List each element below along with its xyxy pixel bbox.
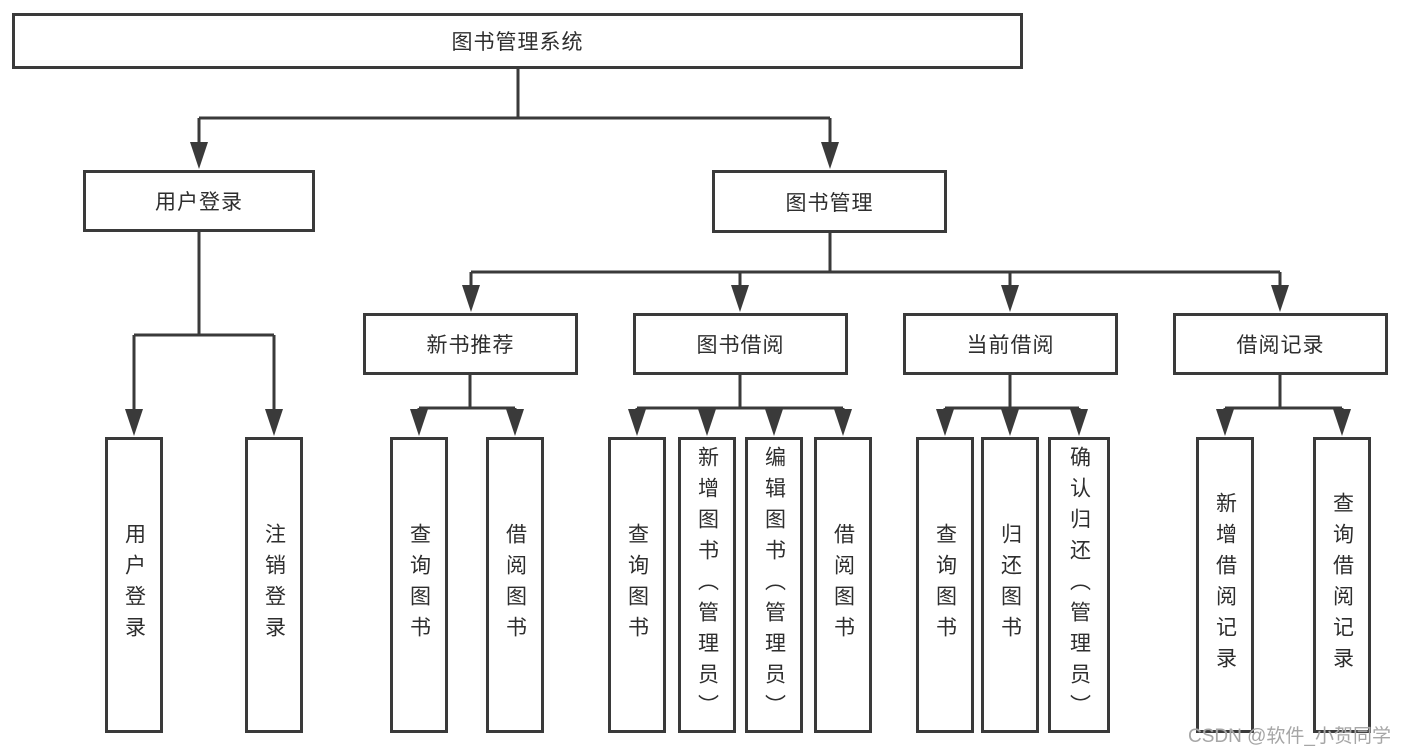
node-label: 图书管理系统 bbox=[451, 31, 584, 54]
leaf-add-borrow-record: 新增借阅记录 bbox=[1196, 437, 1254, 733]
arrowhead-icon bbox=[1001, 409, 1019, 436]
node-book-borrow: 图书借阅 bbox=[633, 313, 848, 375]
leaf-label: 新增图书（管理员） bbox=[695, 445, 719, 725]
leaf-label: 查询图书 bbox=[625, 523, 649, 647]
node-borrow-records: 借阅记录 bbox=[1173, 313, 1388, 375]
arrowhead-icon bbox=[765, 409, 783, 436]
leaf-borrow-books-1: 借阅图书 bbox=[486, 437, 544, 733]
leaf-logout: 注销登录 bbox=[245, 437, 303, 733]
arrowhead-icon bbox=[410, 409, 428, 436]
leaf-return-books: 归还图书 bbox=[981, 437, 1039, 733]
arrowhead-icon bbox=[506, 409, 524, 436]
leaf-edit-books-admin: 编辑图书（管理员） bbox=[745, 437, 803, 733]
arrowhead-icon bbox=[1333, 409, 1351, 436]
leaf-label: 编辑图书（管理员） bbox=[762, 445, 786, 725]
leaf-query-books-2: 查询图书 bbox=[608, 437, 666, 733]
leaf-label: 新增借阅记录 bbox=[1213, 492, 1237, 678]
arrowhead-icon bbox=[1216, 409, 1234, 436]
arrowhead-icon bbox=[1070, 409, 1088, 436]
node-book-management: 图书管理 bbox=[712, 170, 947, 233]
leaf-label: 归还图书 bbox=[998, 523, 1022, 647]
arrowhead-icon bbox=[628, 409, 646, 436]
arrowhead-icon bbox=[821, 142, 839, 169]
node-label: 图书管理 bbox=[785, 191, 874, 215]
arrowhead-icon bbox=[698, 409, 716, 436]
node-label: 用户登录 bbox=[155, 191, 243, 214]
arrowhead-icon bbox=[125, 409, 143, 436]
csdn-watermark: CSDN @软件_小贺同学 bbox=[1188, 726, 1391, 747]
arrowhead-icon bbox=[834, 409, 852, 436]
arrowhead-icon bbox=[936, 409, 954, 436]
leaf-label: 注销登录 bbox=[262, 523, 286, 647]
leaf-query-borrow-record: 查询借阅记录 bbox=[1313, 437, 1371, 733]
leaf-borrow-books-2: 借阅图书 bbox=[814, 437, 872, 733]
leaf-query-books-1: 查询图书 bbox=[390, 437, 448, 733]
leaf-label: 确认归还（管理员） bbox=[1067, 445, 1091, 725]
leaf-label: 借阅图书 bbox=[831, 523, 855, 647]
node-user-login: 用户登录 bbox=[83, 170, 315, 232]
leaf-label: 查询借阅记录 bbox=[1330, 492, 1354, 678]
arrowhead-icon bbox=[1271, 285, 1289, 312]
leaf-confirm-return-admin: 确认归还（管理员） bbox=[1048, 437, 1110, 733]
arrowhead-icon bbox=[731, 285, 749, 312]
node-current-borrow: 当前借阅 bbox=[903, 313, 1118, 375]
leaf-label: 用户登录 bbox=[122, 523, 146, 647]
leaf-user-login: 用户登录 bbox=[105, 437, 163, 733]
leaf-add-books-admin: 新增图书（管理员） bbox=[678, 437, 736, 733]
arrowhead-icon bbox=[462, 285, 480, 312]
arrowhead-icon bbox=[1001, 285, 1019, 312]
node-label: 图书借阅 bbox=[696, 334, 785, 357]
node-label: 借阅记录 bbox=[1236, 334, 1325, 357]
leaf-label: 查询图书 bbox=[933, 523, 957, 647]
leaf-label: 借阅图书 bbox=[503, 523, 527, 647]
node-label: 新书推荐 bbox=[426, 334, 515, 357]
arrowhead-icon bbox=[265, 409, 283, 436]
leaf-query-books-3: 查询图书 bbox=[916, 437, 974, 733]
node-label: 当前借阅 bbox=[966, 334, 1055, 357]
node-new-book-recommend: 新书推荐 bbox=[363, 313, 578, 375]
arrowhead-icon bbox=[190, 142, 208, 169]
leaf-label: 查询图书 bbox=[407, 523, 431, 647]
node-library-management-system: 图书管理系统 bbox=[12, 13, 1023, 69]
